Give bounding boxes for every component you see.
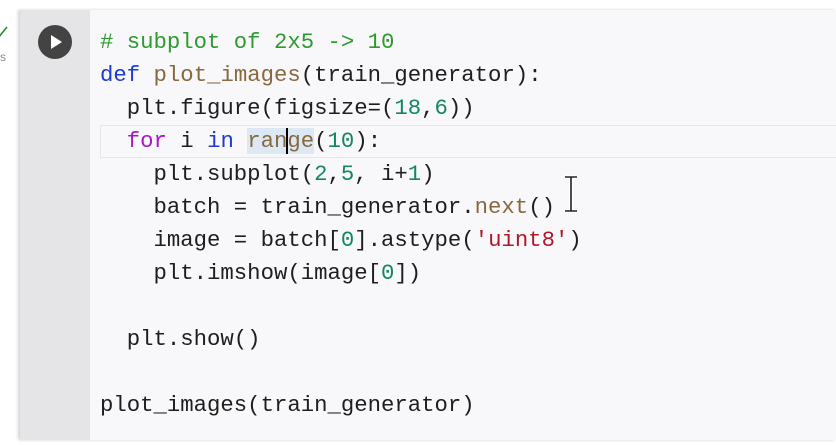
code-cell[interactable]: # subplot of 2x5 -> 10 def plot_images(tr…	[20, 10, 836, 440]
code-token-func: next	[474, 194, 529, 220]
code-token-plain: ()	[528, 194, 555, 220]
code-token-plain: plt.subplot(	[100, 161, 315, 187]
code-line[interactable]: plot_images(train_generator)	[100, 389, 582, 422]
play-icon	[51, 35, 62, 49]
code-token-keyword: def	[100, 62, 141, 88]
code-token-plain: , i+	[354, 161, 408, 187]
cell-gutter	[20, 10, 90, 440]
code-line[interactable]	[100, 290, 582, 323]
code-line[interactable]: plt.imshow(image[0])	[100, 257, 582, 290]
code-line[interactable]: def plot_images(train_generator):	[100, 59, 582, 92]
code-token-plain: plt.figure(figsize=(	[100, 95, 395, 121]
code-token-plain: ,	[327, 161, 341, 187]
code-token-plain: plot_images(train_generator)	[100, 392, 475, 418]
code-token-func: plot_images	[153, 62, 301, 88]
code-line[interactable]: plt.subplot(2,5, i+1)	[100, 158, 582, 191]
code-token-func: ran	[247, 128, 288, 154]
code-token-control: for	[126, 128, 167, 154]
code-token-plain: i	[166, 128, 208, 154]
code-token-number: 5	[340, 161, 355, 187]
code-token-plain	[100, 128, 127, 154]
text-caret	[286, 128, 289, 155]
code-token-number: 0	[381, 260, 395, 286]
code-line[interactable]: batch = train_generator.next()	[100, 191, 582, 224]
code-token-number: 1	[407, 161, 422, 187]
code-token-plain: (train_generator):	[300, 62, 542, 88]
run-cell-button[interactable]	[38, 25, 72, 59]
code-token-plain	[234, 128, 247, 154]
code-token-func: ge	[287, 128, 315, 154]
code-line[interactable]: plt.figure(figsize=(18,6))	[100, 92, 582, 125]
code-token-plain: (	[314, 128, 328, 154]
code-line[interactable]: # subplot of 2x5 -> 10	[100, 26, 582, 59]
code-token-number: 0	[340, 227, 355, 253]
code-token-plain: ])	[394, 260, 422, 286]
code-token-plain: plt.show()	[100, 326, 261, 352]
code-token-number: 10	[327, 128, 355, 154]
code-line[interactable]: plt.show()	[100, 323, 582, 356]
text-cursor-ibeam-icon	[565, 175, 577, 213]
code-editor[interactable]: # subplot of 2x5 -> 10 def plot_images(tr…	[100, 26, 836, 422]
code-token-plain: batch = train_generator.	[100, 194, 475, 220]
code-token-plain: image = batch[	[100, 227, 341, 253]
code-token-number: 18	[394, 95, 422, 121]
code-token-plain: )	[568, 227, 582, 253]
code-line[interactable]: for i in range(10):	[100, 125, 836, 158]
code-line[interactable]: image = batch[0].astype('uint8')	[100, 224, 582, 257]
code-token-comment: # subplot of 2x5 -> 10	[100, 29, 395, 55]
code-token-string: 'uint8'	[474, 227, 569, 253]
code-token-number: 6	[434, 95, 448, 121]
code-token-number: 2	[314, 161, 328, 187]
code-token-keyword: in	[207, 128, 234, 154]
code-token-plain: ,	[421, 95, 435, 121]
code-token-plain: ):	[354, 128, 382, 154]
code-token-plain: ))	[447, 95, 475, 121]
code-token-plain	[140, 62, 153, 88]
code-token-plain: )	[421, 161, 435, 187]
check-icon	[0, 26, 8, 37]
execution-status-text: s	[0, 50, 6, 64]
code-line[interactable]	[100, 356, 582, 389]
code-token-plain: ].astype(	[354, 227, 475, 253]
code-token-plain: plt.imshow(image[	[100, 260, 381, 286]
